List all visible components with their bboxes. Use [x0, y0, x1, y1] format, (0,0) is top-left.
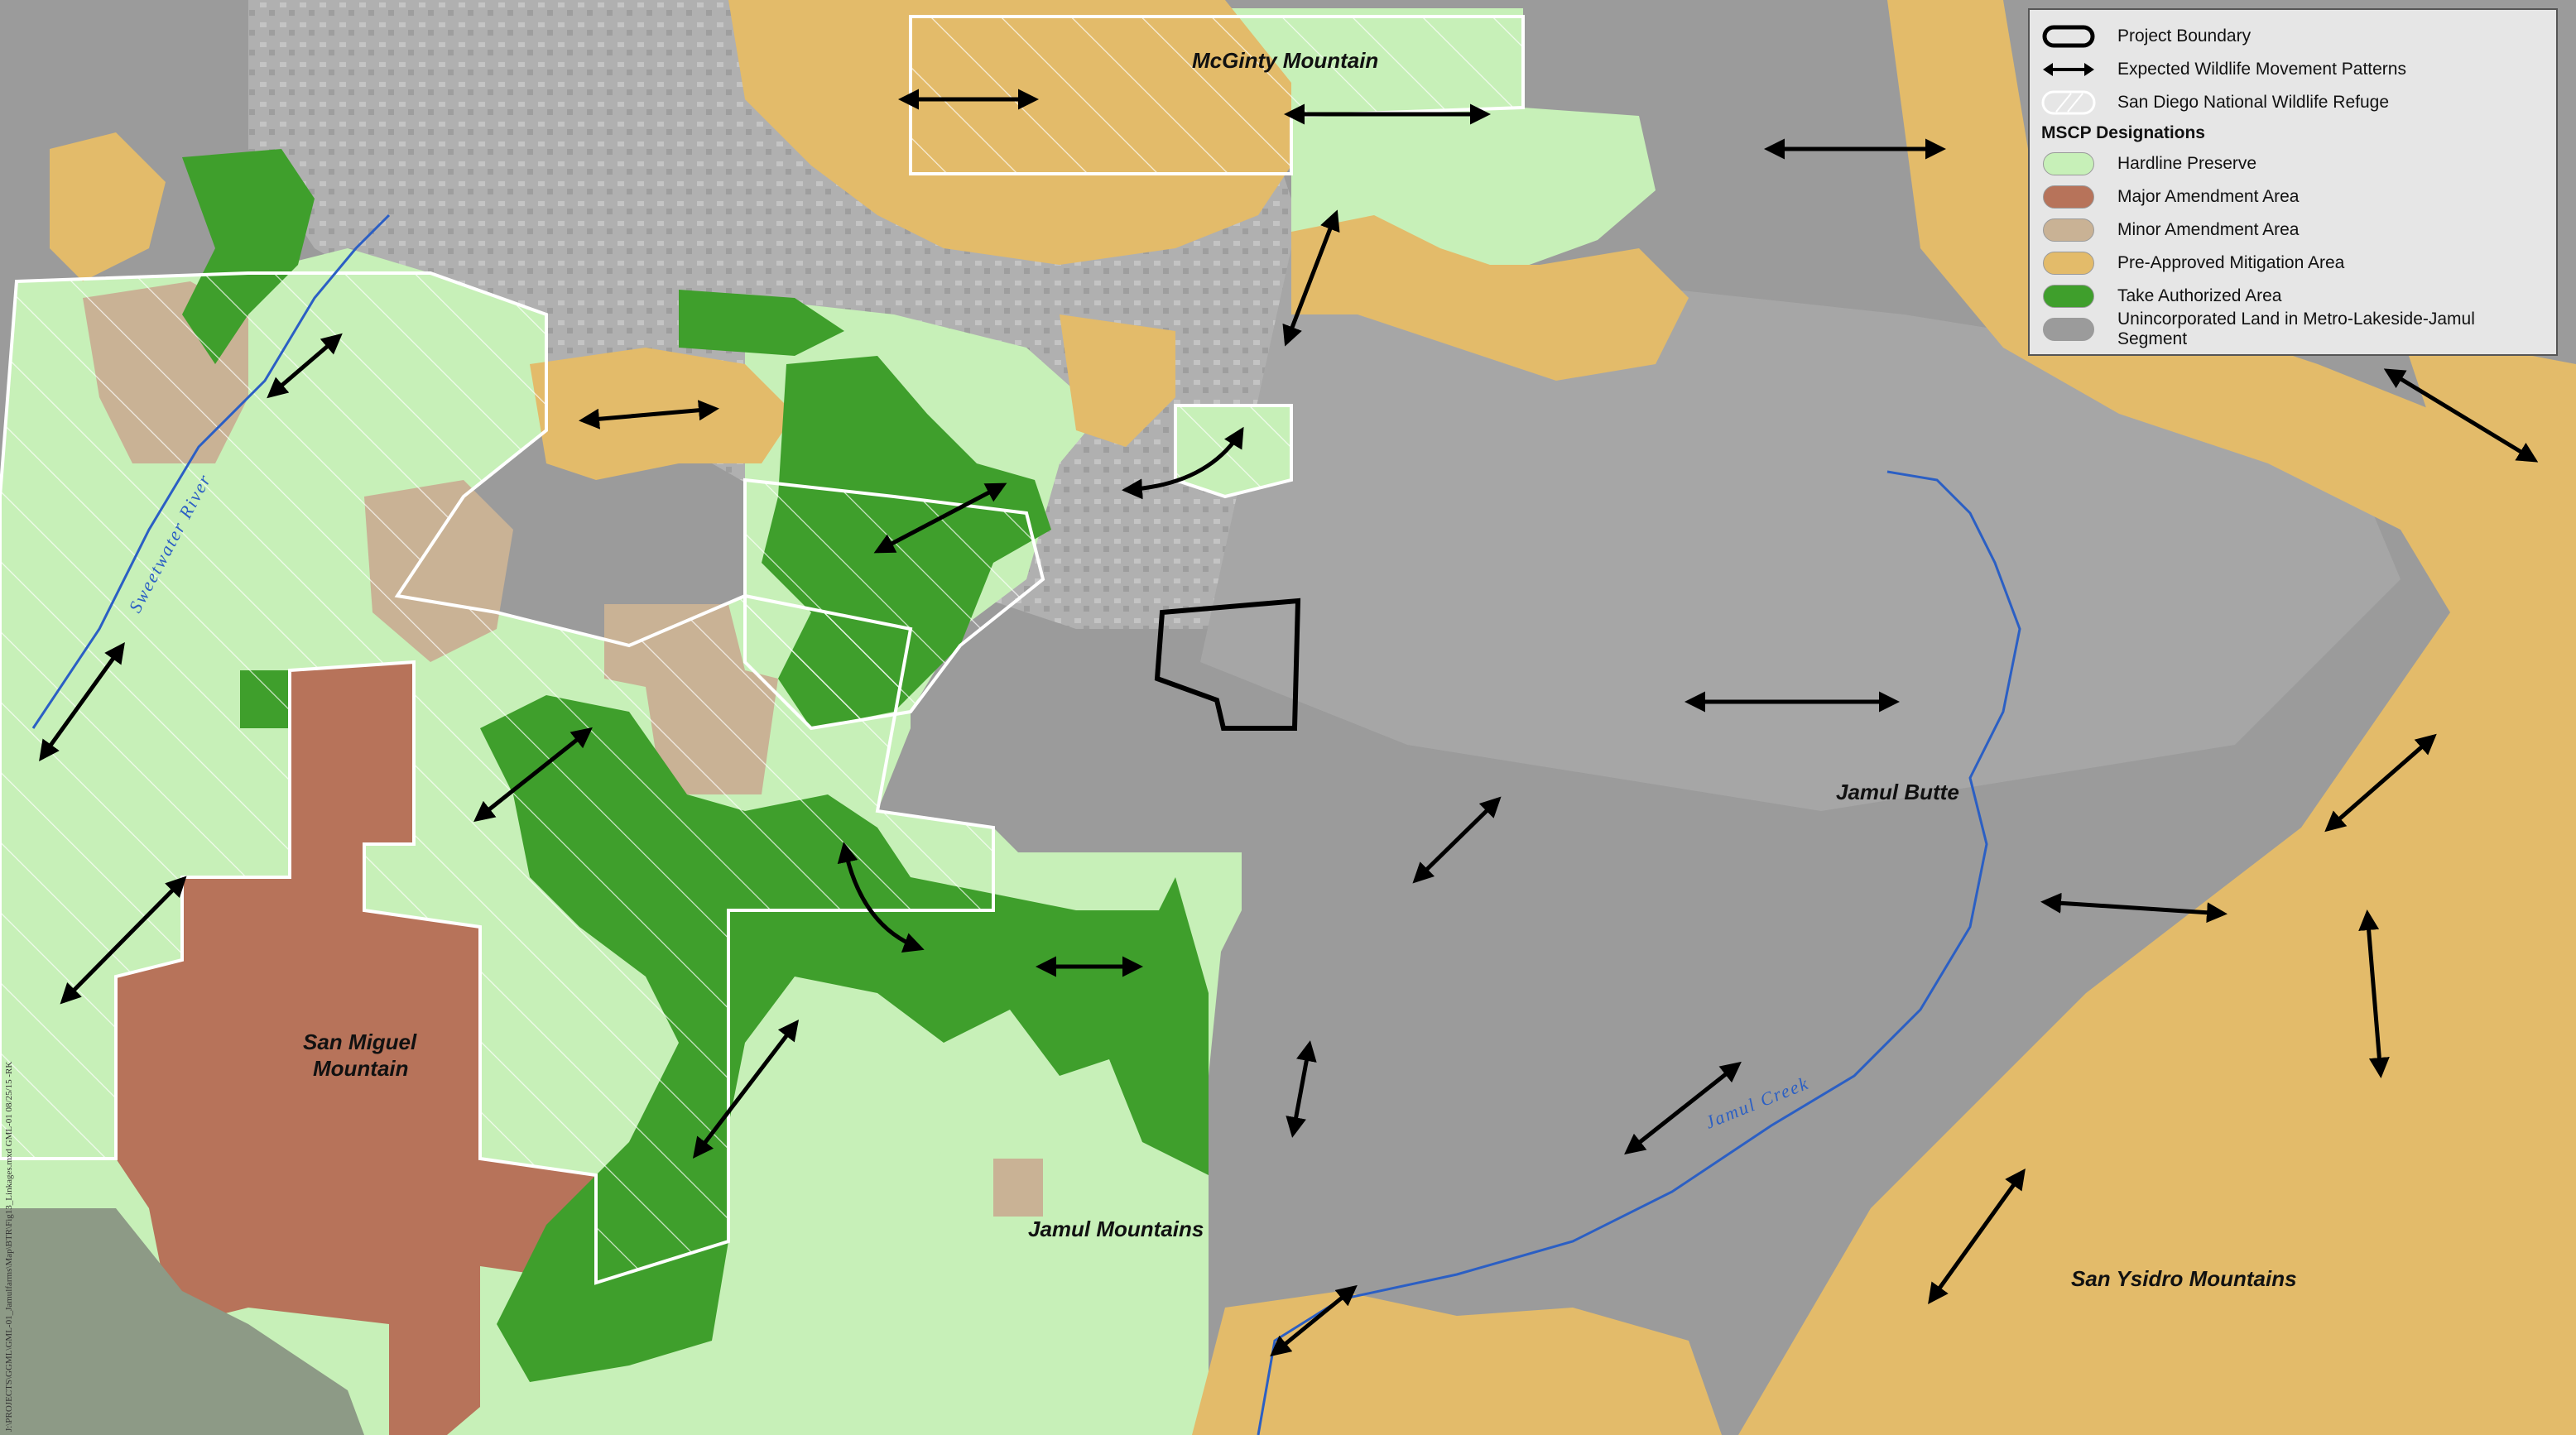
take-authorized-swatch — [2041, 284, 2096, 309]
movement-arrow — [873, 482, 1007, 554]
movement-arrow — [473, 727, 593, 823]
legend-label: Major Amendment Area — [2117, 187, 2300, 206]
movement-arrow — [692, 1020, 800, 1159]
movement-arrow — [2324, 733, 2437, 833]
label-san-miguel-mountain-line1: San Miguel — [303, 1029, 417, 1054]
movement-arrow — [1122, 426, 1244, 500]
refuge-hatch-icon — [2041, 90, 2096, 115]
file-path-annotation: J:\PROJECTS\GGML\GML-01_Jamulfarms\Map\B… — [4, 1062, 14, 1432]
map-legend: Project Boundary Expected Wildlife Movem… — [2028, 8, 2558, 356]
legend-row-unincorporated-land: Unincorporated Land in Metro-Lakeside-Ja… — [2041, 310, 2545, 348]
movement-arrow — [2358, 909, 2390, 1078]
legend-label: Take Authorized Area — [2117, 286, 2282, 305]
mitigation-northwest[interactable] — [50, 132, 166, 281]
legend-label: San Diego National Wildlife Refuge — [2117, 93, 2390, 112]
project-boundary[interactable] — [1154, 598, 1301, 731]
mitigation-mcginty-east[interactable] — [1291, 215, 1689, 381]
legend-label: Expected Wildlife Movement Patterns — [2117, 60, 2406, 79]
jamul-creek — [1257, 470, 2021, 1435]
hardline-preserve-swatch — [2041, 151, 2096, 176]
legend-row-pre-approved-mitigation: Pre-Approved Mitigation Area — [2041, 247, 2545, 280]
label-jamul-mountains: Jamul Mountains — [1028, 1217, 1204, 1241]
movement-arrow — [1928, 1168, 2026, 1305]
movement-arrow — [1286, 1040, 1317, 1138]
legend-row-project-boundary: Project Boundary — [2041, 20, 2545, 53]
label-jamul-butte: Jamul Butte — [1836, 780, 1959, 804]
legend-heading-mscp: MSCP Designations — [2041, 123, 2205, 142]
minor-amendment-small[interactable] — [993, 1159, 1043, 1217]
legend-row-take-authorized: Take Authorized Area — [2041, 280, 2545, 313]
wildlife-movement-arrows — [39, 89, 2539, 1357]
legend-row-major-amendment: Major Amendment Area — [2041, 180, 2545, 214]
minor-amendment-swatch — [2041, 218, 2096, 242]
label-mcginty-mountain: McGinty Mountain — [1192, 48, 1378, 73]
pre-approved-mitigation-swatch — [2041, 251, 2096, 276]
legend-row-minor-amendment: Minor Amendment Area — [2041, 214, 2545, 247]
label-san-miguel-mountain-line2: Mountain — [313, 1056, 409, 1081]
legend-label: Hardline Preserve — [2117, 154, 2257, 173]
legend-label: Minor Amendment Area — [2117, 220, 2300, 239]
legend-label: Unincorporated Land in Metro-Lakeside-Ja… — [2117, 310, 2475, 348]
movement-arrow — [1270, 1284, 1358, 1357]
movement-arrow — [1412, 796, 1502, 884]
project-boundary-icon — [2041, 24, 2096, 49]
wildlife-refuge-ring — [1174, 404, 1293, 499]
sweetwater-river — [31, 214, 391, 729]
movement-arrow — [1624, 1061, 1742, 1155]
legend-row-wildlife-refuge: San Diego National Wildlife Refuge — [2041, 86, 2545, 119]
legend-row-hardline-preserve: Hardline Preserve — [2041, 147, 2545, 180]
major-amendment-swatch — [2041, 185, 2096, 209]
movement-arrow — [837, 842, 925, 953]
movement-arrow — [39, 641, 125, 762]
mitigation-mid-2[interactable] — [1060, 314, 1175, 447]
movement-arrow — [579, 400, 719, 430]
take-authorized-north[interactable] — [679, 290, 844, 356]
legend-label: Pre-Approved Mitigation Area — [2117, 253, 2345, 272]
legend-label: Project Boundary — [2117, 26, 2252, 46]
unincorporated-land-swatch — [2041, 317, 2096, 342]
double-arrow-icon — [2041, 57, 2096, 82]
movement-arrow — [2040, 892, 2228, 924]
label-san-ysidro-mountains: San Ysidro Mountains — [2071, 1266, 2297, 1291]
movement-arrow — [267, 333, 343, 399]
movement-arrow — [1282, 209, 1340, 347]
movement-arrow — [60, 876, 187, 1005]
movement-arrow — [2383, 368, 2539, 463]
major-amendment-san-miguel[interactable] — [116, 662, 596, 1435]
urban-area-southwest — [0, 1208, 364, 1435]
legend-row-wildlife-movement: Expected Wildlife Movement Patterns — [2041, 53, 2545, 86]
